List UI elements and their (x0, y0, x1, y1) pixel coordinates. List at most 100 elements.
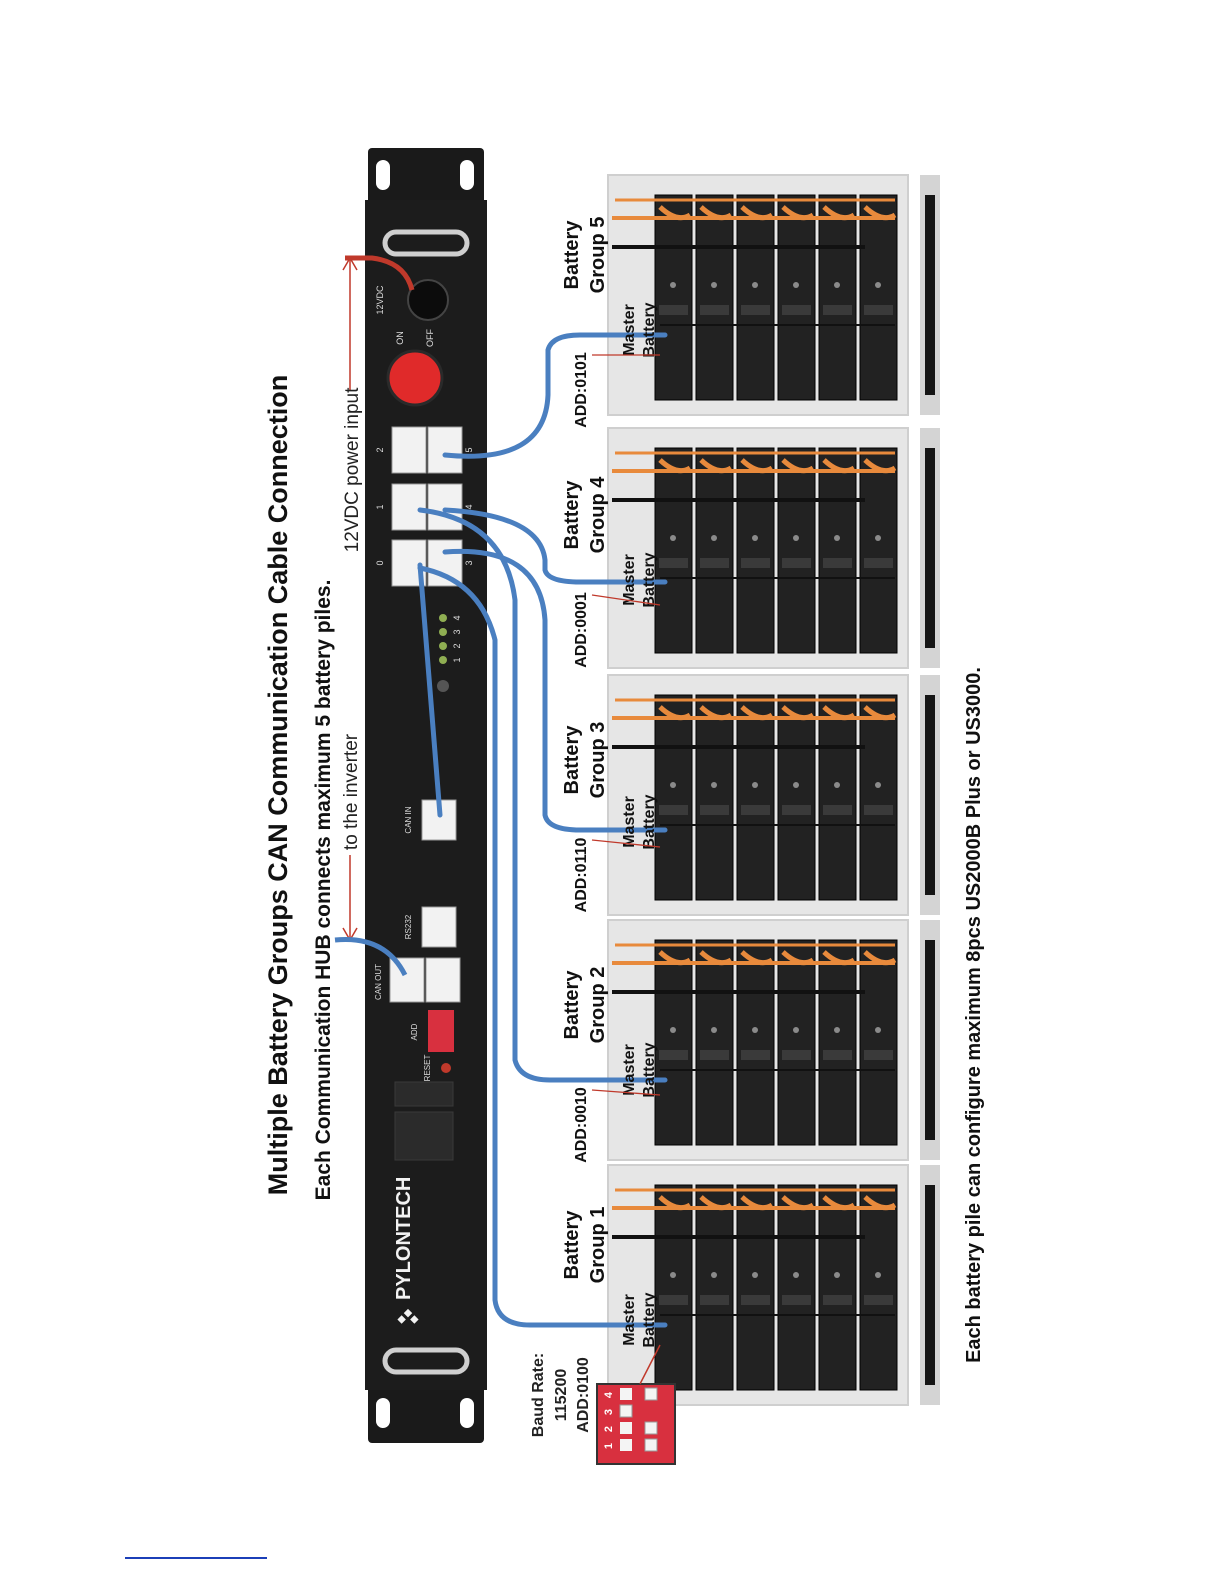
battery-module (777, 694, 816, 901)
battery-rack (607, 1164, 940, 1406)
battery-module (859, 194, 898, 401)
master-label-line1: Master (621, 796, 638, 848)
battery-led-icon (752, 282, 758, 288)
battery-terminal (741, 805, 770, 815)
battery-terminal (659, 1295, 688, 1305)
master-label-line1: Master (621, 1294, 638, 1346)
battery-terminal (741, 558, 770, 568)
status-led-label: 1 (452, 657, 462, 662)
rack-slot (925, 448, 935, 648)
power-input-label: 12VDC power input (342, 387, 363, 552)
group-name-line1: Battery (561, 480, 583, 550)
battery-terminal (864, 1295, 893, 1305)
group-address: ADD:0001 (573, 592, 590, 668)
page-subtitle: Each Communication HUB connects maximum … (312, 580, 335, 1201)
battery-module (859, 694, 898, 901)
battery-module (654, 1184, 693, 1391)
power-button[interactable] (386, 349, 444, 407)
can-out-port-2[interactable] (425, 957, 461, 1003)
inverter-cable (334, 936, 408, 977)
terminal-block (394, 1111, 454, 1161)
battery-terminal (782, 805, 811, 815)
dip-switch-number: 2 (603, 1426, 615, 1432)
battery-terminal (659, 1050, 688, 1060)
battery-led-icon (711, 535, 717, 541)
status-led-label: 4 (452, 615, 462, 620)
hub-rack-ear-bottom (368, 1385, 484, 1443)
footnote-rule (125, 1557, 267, 1559)
cable-group-1 (417, 565, 668, 1328)
battery-led-icon (711, 782, 717, 788)
address-callout-line (591, 1089, 661, 1096)
battery-led-icon (834, 282, 840, 288)
hub-port-4[interactable] (427, 483, 463, 531)
battery-module (695, 1184, 734, 1391)
battery-led-icon (834, 782, 840, 788)
master-label-line2: Battery (641, 1292, 658, 1347)
terminal-block (394, 1081, 454, 1107)
battery-module (695, 447, 734, 654)
battery-led-icon (752, 1272, 758, 1278)
battery-terminal (659, 805, 688, 815)
battery-led-icon (793, 535, 799, 541)
mount-hole-icon (460, 160, 474, 190)
footer-note: Each battery pile can configure maximum … (963, 667, 985, 1363)
battery-module (736, 447, 775, 654)
cable-can-in (417, 562, 443, 818)
hub-rack-ear-top (368, 148, 484, 206)
hub-port-2[interactable] (391, 426, 427, 474)
battery-led-icon (875, 535, 881, 541)
rs232-port[interactable] (421, 906, 457, 948)
battery-terminal (741, 1295, 770, 1305)
hub-handle (382, 229, 470, 257)
battery-terminal (823, 805, 852, 815)
status-led-label: 2 (452, 643, 462, 648)
address-callout-line (591, 839, 661, 848)
battery-module (859, 939, 898, 1146)
hub-port-5[interactable] (427, 426, 463, 474)
battery-module (695, 694, 734, 901)
reset-button[interactable] (441, 1063, 451, 1073)
off-label: OFF (425, 329, 435, 347)
battery-terminal (823, 1050, 852, 1060)
can-out-port[interactable] (389, 957, 425, 1003)
add-label: ADD (410, 1023, 419, 1040)
cable-group-4 (442, 507, 668, 585)
battery-led-icon (670, 1272, 676, 1278)
battery-led-icon (670, 535, 676, 541)
status-led (439, 628, 447, 636)
battery-module (736, 694, 775, 901)
inverter-label: to the inverter (341, 733, 362, 850)
battery-led-icon (793, 1027, 799, 1033)
mount-hole-icon (376, 1398, 390, 1428)
group-name-line1: Battery (561, 970, 583, 1040)
battery-led-icon (711, 1272, 717, 1278)
group-name-line1: Battery (561, 1210, 583, 1280)
battery-racks (607, 174, 940, 1406)
status-led (437, 680, 449, 692)
battery-module (736, 1184, 775, 1391)
rack-slot (925, 195, 935, 395)
group-name-line2: Group 4 (587, 476, 609, 554)
battery-terminal (741, 1050, 770, 1060)
power-cable (345, 255, 415, 291)
callout-line (639, 1344, 661, 1385)
hub-add-dip-switch[interactable] (428, 1010, 454, 1052)
battery-terminal (782, 1295, 811, 1305)
battery-rack (607, 919, 940, 1161)
status-led (439, 614, 447, 622)
battery-rack (607, 674, 940, 916)
group-address: ADD:0010 (573, 1087, 590, 1163)
communication-cables (417, 332, 668, 1328)
address-callout-line (591, 594, 661, 606)
baud-rate-label: Baud Rate: (530, 1353, 547, 1437)
battery-terminal (700, 1295, 729, 1305)
battery-led-icon (670, 782, 676, 788)
battery-module (818, 194, 857, 401)
hub-port-1[interactable] (391, 483, 427, 531)
hub-port-3[interactable] (427, 539, 463, 587)
